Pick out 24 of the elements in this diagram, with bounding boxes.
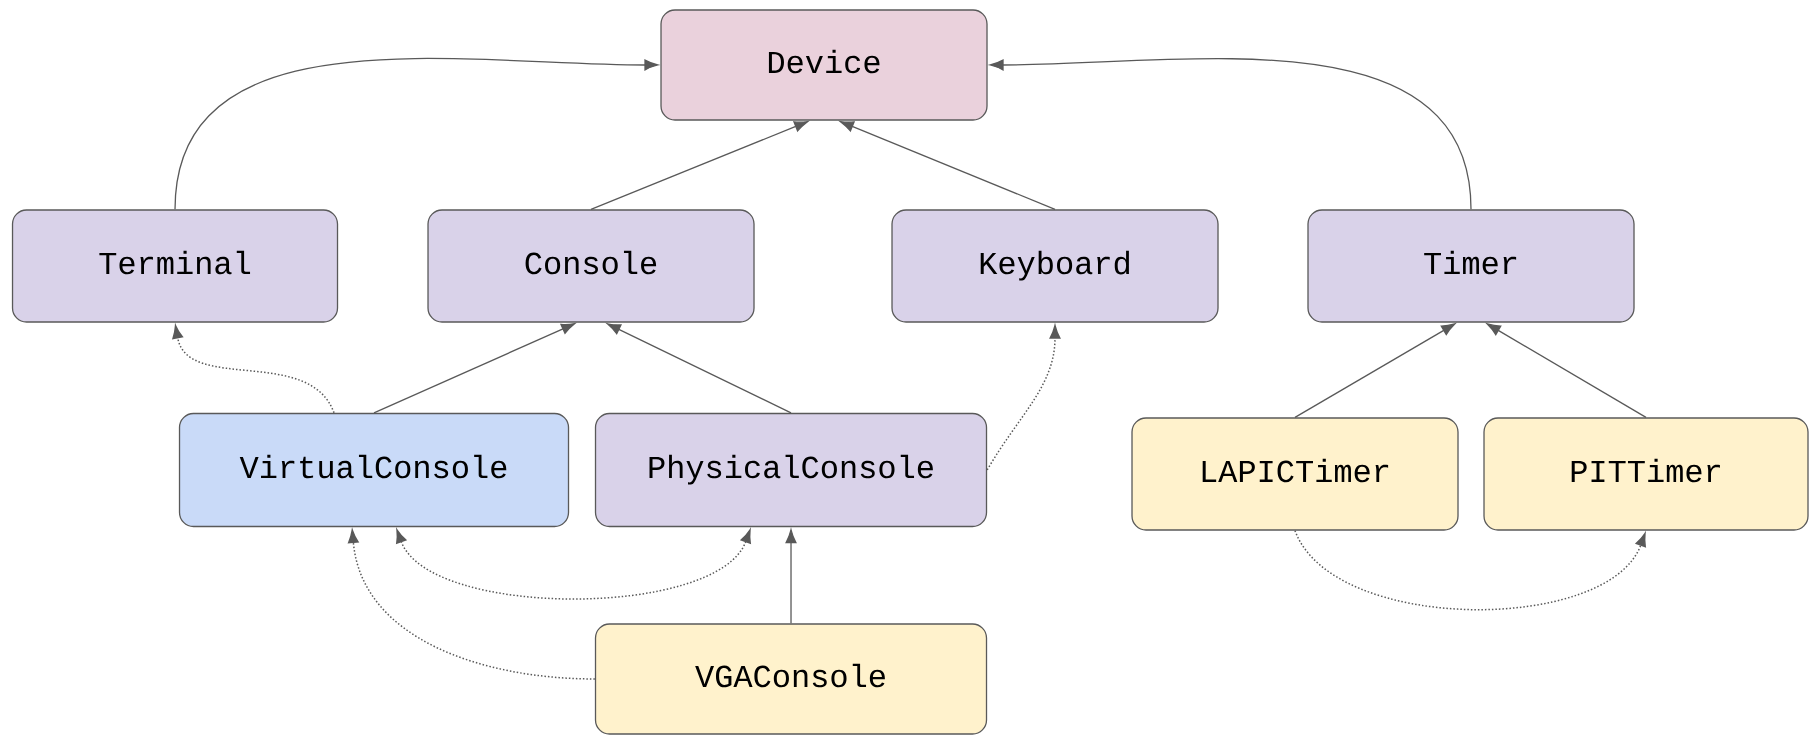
class-box: Console	[427, 209, 755, 323]
class-box: PITTimer	[1483, 417, 1809, 531]
arrow	[606, 323, 792, 414]
arrow	[839, 121, 1056, 210]
arrow	[590, 121, 809, 210]
arrow	[785, 529, 797, 624]
class-box: Timer	[1307, 209, 1635, 323]
class-box: VirtualConsole	[178, 412, 570, 528]
arrow	[1294, 323, 1456, 418]
arrow	[1294, 529, 1646, 611]
arrow	[989, 58, 1472, 210]
class-box: VGAConsole	[594, 623, 988, 735]
arrow	[172, 324, 335, 414]
arrow	[174, 57, 659, 210]
class-box: Keyboard	[891, 209, 1219, 323]
arrow	[986, 325, 1061, 471]
arrow	[373, 323, 576, 414]
class-box: LAPICTimer	[1131, 417, 1459, 531]
class-box: PhysicalConsole	[594, 412, 988, 528]
class-box: Terminal	[11, 209, 339, 323]
arrow	[1486, 323, 1647, 418]
class-box: Device	[660, 9, 988, 121]
arrow	[396, 529, 751, 600]
arrow	[347, 529, 596, 680]
